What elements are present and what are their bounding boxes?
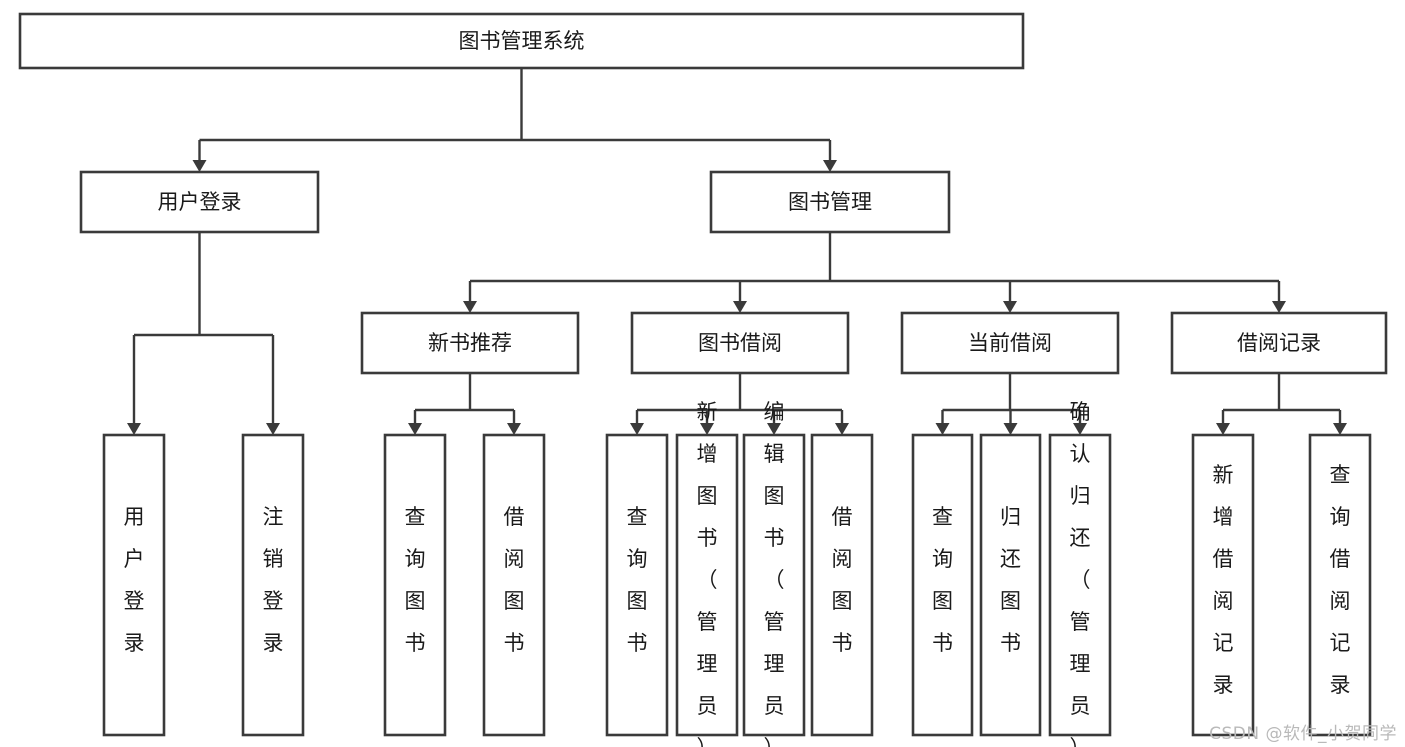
root-node[interactable]: 图书管理系统	[18, 12, 1025, 70]
arrow-head-icon	[266, 423, 280, 435]
arrow-head-icon	[1003, 423, 1018, 435]
arrow-head-icon	[823, 160, 837, 172]
node-label: 借阅记录	[1237, 331, 1321, 355]
leaf-label: 查询借阅记录	[1330, 463, 1351, 697]
arrow-head-icon	[463, 301, 477, 313]
node-label: 当前借阅	[968, 331, 1052, 355]
arrow-head-icon	[630, 423, 644, 435]
leaf-node-4[interactable]: 查询图书	[605, 433, 669, 737]
arrow-head-icon	[935, 423, 950, 435]
leaf-node-11[interactable]: 新增借阅记录	[1191, 433, 1255, 737]
arrow-head-icon	[700, 423, 714, 435]
level2-node-0[interactable]: 新书推荐	[360, 311, 580, 375]
node-layer: 图书管理系统用户登录图书管理新书推荐图书借阅当前借阅借阅记录用户登录注销登录查询…	[18, 12, 1388, 747]
arrow-head-icon	[1073, 423, 1087, 435]
leaf-node-2[interactable]: 查询图书	[383, 433, 447, 737]
leaf-node-8[interactable]: 查询图书	[911, 433, 974, 737]
leaf-label: 新增借阅记录	[1213, 463, 1234, 697]
arrow-head-icon	[835, 423, 849, 435]
leaf-node-1[interactable]: 注销登录	[241, 433, 305, 737]
leaf-node-9[interactable]: 归还图书	[979, 433, 1042, 737]
arrow-head-icon	[127, 423, 141, 435]
arrow-head-icon	[1333, 423, 1347, 435]
arrow-head-icon	[192, 160, 207, 172]
level2-node-2[interactable]: 当前借阅	[900, 311, 1120, 375]
leaf-label: 编辑图书（管理员）	[764, 400, 785, 747]
node-label: 图书管理	[788, 190, 872, 214]
leaf-label: 归还图书	[1000, 505, 1021, 655]
node-label: 图书管理系统	[459, 29, 585, 53]
level2-node-3[interactable]: 借阅记录	[1170, 311, 1388, 375]
leaf-label: 确认归还（管理员）	[1070, 400, 1091, 747]
node-label: 新书推荐	[428, 331, 512, 355]
arrow-head-icon	[507, 423, 521, 435]
arrow-head-icon	[1003, 301, 1017, 313]
node-label: 用户登录	[158, 190, 242, 214]
leaf-label: 查询图书	[932, 505, 953, 655]
level1-node-1[interactable]: 图书管理	[709, 170, 951, 234]
leaf-label: 新增图书（管理员）	[697, 400, 718, 747]
leaf-label: 用户登录	[124, 505, 145, 655]
leaf-node-7[interactable]: 借阅图书	[810, 433, 874, 737]
leaf-label: 借阅图书	[832, 505, 853, 655]
leaf-node-10[interactable]: 确认归还（管理员）	[1048, 400, 1112, 747]
leaf-node-6[interactable]: 编辑图书（管理员）	[742, 400, 806, 747]
leaf-label: 注销登录	[263, 505, 284, 655]
leaf-label: 借阅图书	[504, 505, 525, 655]
node-label: 图书借阅	[698, 331, 782, 355]
leaf-node-5[interactable]: 新增图书（管理员）	[675, 400, 739, 747]
leaf-label: 查询图书	[405, 505, 426, 655]
arrow-head-icon	[767, 423, 781, 435]
level1-node-0[interactable]: 用户登录	[79, 170, 320, 234]
arrow-head-icon	[1216, 423, 1230, 435]
leaf-label: 查询图书	[627, 505, 648, 655]
arrow-head-icon	[733, 301, 747, 313]
arrow-head-icon	[1272, 301, 1286, 313]
leaf-node-12[interactable]: 查询借阅记录	[1308, 433, 1372, 737]
leaf-node-3[interactable]: 借阅图书	[482, 433, 546, 737]
level2-node-1[interactable]: 图书借阅	[630, 311, 850, 375]
leaf-node-0[interactable]: 用户登录	[102, 433, 166, 737]
connector-layer	[127, 68, 1347, 435]
arrow-head-icon	[408, 423, 422, 435]
